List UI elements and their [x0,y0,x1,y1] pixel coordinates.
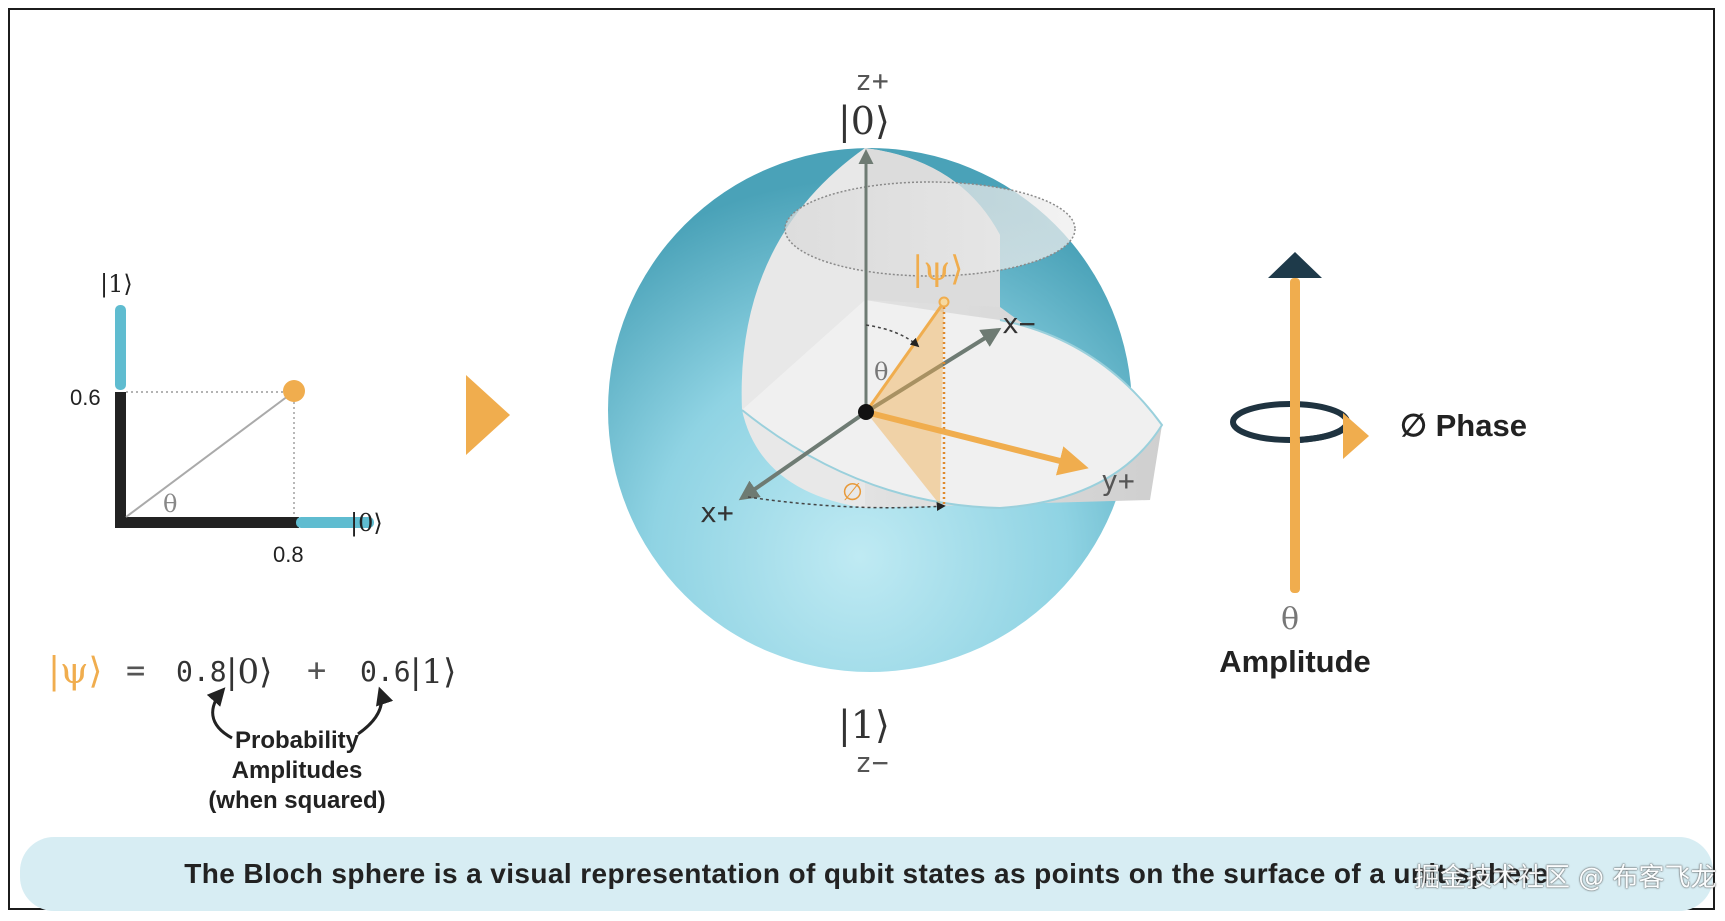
right-theta-label: θ [1281,602,1299,637]
watermark: 掘金技术社区 @ 布客飞龙 [1414,863,1717,893]
z-plus-label: z+ [855,64,889,97]
x-minus-axis [864,327,1002,414]
x-tick-label: 0.8 [273,542,304,567]
phase-arrow-head [1343,413,1369,459]
annotation-line-3: (when squared) [208,787,385,814]
psi-point [938,296,950,308]
x-plus-label: x+ [700,496,734,529]
y-plus-axis [865,409,1089,476]
annotation-line-2: Amplitudes [232,757,363,784]
transition-arrow [466,375,510,455]
phase-rotation-ring-front [1299,425,1348,443]
psi-label: |ψ⟩ [912,249,963,289]
state-equation: |ψ⟩ = 0.8 |0⟩ + 0.6 |1⟩ [48,651,456,692]
y-axis-teal-segment [115,305,126,390]
ket-zero-label: |0⟩ [838,99,890,143]
state-point [283,380,305,402]
theta-arc [865,324,920,348]
equation-plus: + [307,651,326,689]
equation-ket-zero: |0⟩ [226,652,272,692]
amplitude-label: Amplitude [1219,644,1371,679]
equation-ket-one: |1⟩ [410,652,456,692]
phi-arc [747,496,946,511]
x-axis-dark-segment [115,517,299,528]
sphere-origin [858,404,874,420]
axis-top-label: |1⟩ [100,270,133,299]
amplitude-vector-diagram: |1⟩ |0⟩ 0.6 0.8 θ [70,270,383,567]
x-minus-label: x− [1002,307,1036,340]
axis-right-label: |0⟩ [350,509,383,538]
phase-amplitude-diagram: ∅ Phase θ Amplitude [1219,252,1527,679]
y-tick-label: 0.6 [70,385,101,410]
bloch-sphere: z+ |0⟩ |1⟩ z− x+ x− y+ |ψ⟩ θ ∅ [608,64,1164,779]
theta-label: θ [874,358,888,386]
latitude-cap [784,181,1076,277]
caption-text: The Bloch sphere is a visual representat… [184,858,1549,889]
phi-label: ∅ [842,478,863,506]
state-vector-line [125,392,293,518]
amplitude-arrow-head [1268,252,1322,278]
projection-triangle [866,302,944,505]
equation-coef-one: 0.6 [360,655,411,688]
equation-psi: |ψ⟩ [48,651,102,692]
equation-coef-zero: 0.8 [176,655,227,688]
probability-annotation: Probability Amplitudes (when squared) [208,727,385,814]
phase-label: ∅ Phase [1400,408,1527,443]
x-axis-teal-segment [296,517,374,528]
annotation-line-1: Probability [235,727,360,754]
y-plus-label: y+ [1101,464,1135,497]
caption-banner: The Bloch sphere is a visual representat… [20,837,1713,911]
amplitude-axis-bar [1290,278,1300,593]
ket-one-label: |1⟩ [838,703,890,747]
equation-equals: = [126,651,145,689]
annotation-arrow-right [357,686,394,736]
z-minus-label: z− [855,746,889,779]
y-axis-dark-segment [115,392,126,527]
annotation-arrow-left [206,687,233,740]
x-plus-axis [738,410,868,501]
wedge-floor-edge [741,319,1164,510]
psi-vector [864,301,946,413]
angle-label: θ [163,490,177,518]
